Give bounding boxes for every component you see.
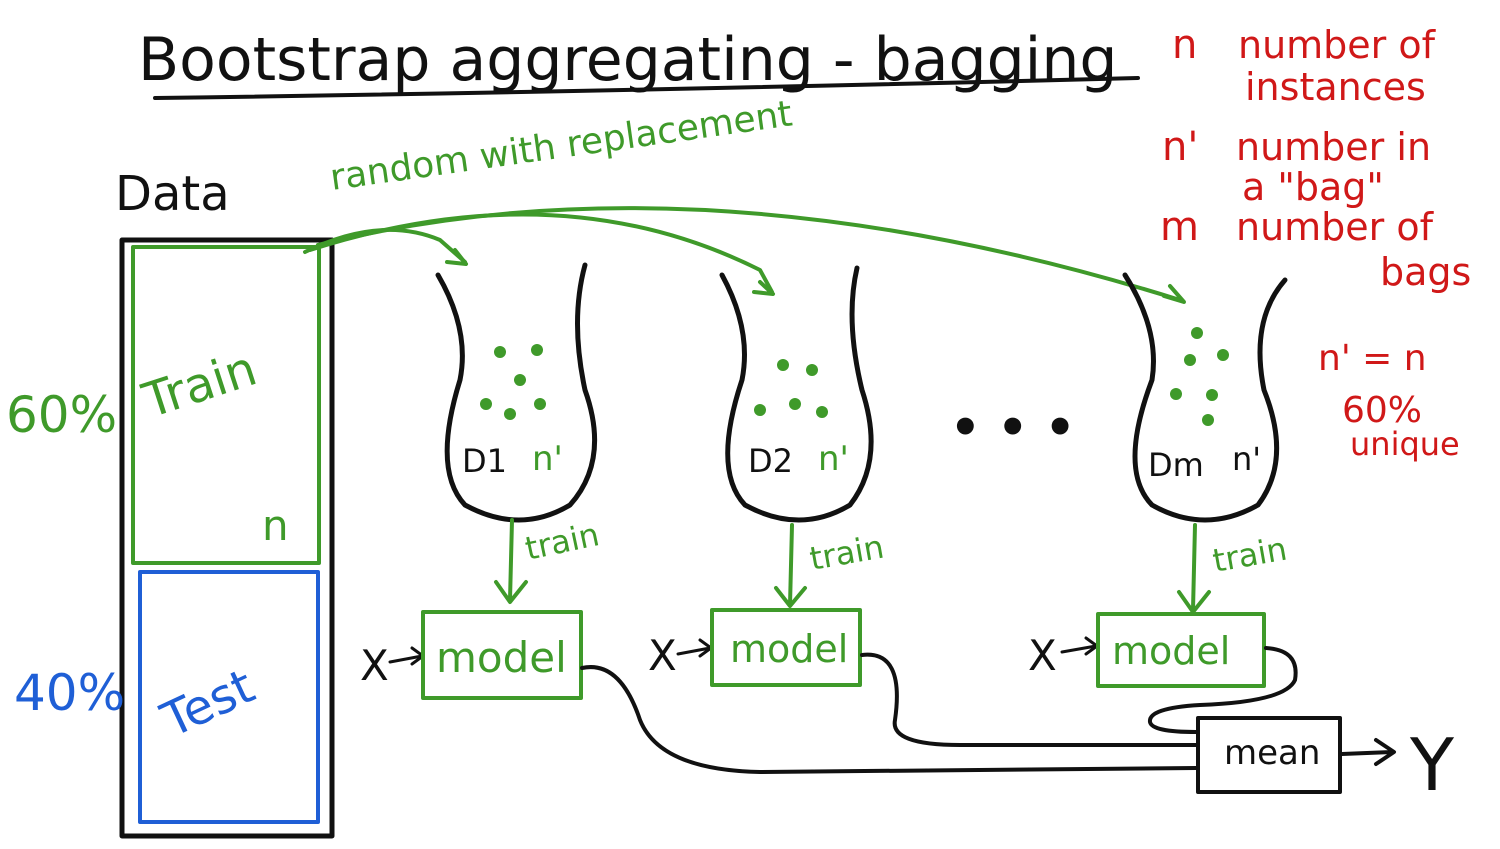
model-m-input: X	[1028, 631, 1057, 680]
legend-symbol-n: n	[1172, 22, 1197, 68]
bag-1: D1 n'	[435, 262, 598, 523]
legend-desc-m-2: bags	[1380, 250, 1471, 294]
bag-1-outline	[435, 262, 598, 523]
mean-label: mean	[1224, 733, 1320, 773]
bag-m-count: n'	[1232, 440, 1261, 478]
title-underline	[153, 76, 1140, 100]
unique-pct: 60%	[1342, 390, 1422, 431]
bag-2-name: D2	[748, 442, 793, 480]
ellipsis: • • •	[950, 400, 1075, 456]
model-2-input: X	[648, 631, 677, 680]
bag-1-name: D1	[462, 442, 507, 480]
legend-desc-n-2: instances	[1245, 65, 1426, 109]
data-label: Data	[115, 166, 230, 222]
legend-desc-m-1: number of	[1236, 205, 1435, 249]
bag-2-outline	[719, 265, 874, 523]
model-m-label: model	[1112, 629, 1230, 673]
output-y: Y	[1409, 723, 1455, 807]
train-pct: 60%	[6, 386, 117, 444]
test-label: Test	[152, 658, 262, 749]
train-n: n	[262, 501, 289, 550]
diagram-title: Bootstrap aggregating - bagging	[138, 25, 1117, 95]
bag-1-count: n'	[532, 439, 563, 479]
test-pct: 40%	[14, 664, 125, 722]
mean-box	[1196, 716, 1342, 794]
model-2-label: model	[730, 627, 848, 671]
bag-2: D2 n'	[719, 265, 874, 523]
model-m-box	[1096, 612, 1266, 688]
bag-m-outline	[1122, 272, 1288, 523]
legend-desc-n-prime-1: number in	[1236, 125, 1431, 169]
model-1-input: X	[360, 641, 389, 690]
data-column	[119, 237, 335, 839]
model-2-box	[710, 608, 862, 687]
legend: n number of instances n' number in a "ba…	[1160, 22, 1471, 463]
legend-symbol-m: m	[1160, 204, 1199, 250]
bag-m-name: Dm	[1148, 446, 1204, 484]
train-label-m: train	[1210, 530, 1290, 580]
model-2: X model	[648, 608, 862, 687]
train-label: Train	[135, 341, 263, 430]
train-label-2: train	[807, 528, 887, 578]
test-block	[138, 570, 320, 824]
mean-node: mean Y	[1196, 716, 1455, 807]
model-1: X model	[360, 610, 583, 700]
legend-desc-n-prime-2: a "bag"	[1242, 165, 1384, 209]
legend-symbol-n-prime: n'	[1162, 124, 1198, 170]
sampling-note: random with replacement	[328, 93, 795, 198]
train-label-1: train	[522, 515, 603, 568]
relation-note: n' = n	[1318, 338, 1427, 379]
train-arrows: train train train	[494, 515, 1290, 614]
sampling-arrows	[303, 206, 1186, 304]
bag-m: Dm n'	[1122, 272, 1288, 523]
model-1-label: model	[436, 633, 567, 682]
train-block	[131, 245, 321, 565]
aggregation-lines	[580, 646, 1298, 774]
model-m: X model	[1028, 612, 1266, 688]
model-1-box	[421, 610, 583, 700]
unique-label: unique	[1350, 425, 1460, 463]
legend-desc-n-1: number of	[1238, 23, 1437, 67]
bag-2-count: n'	[818, 439, 849, 479]
